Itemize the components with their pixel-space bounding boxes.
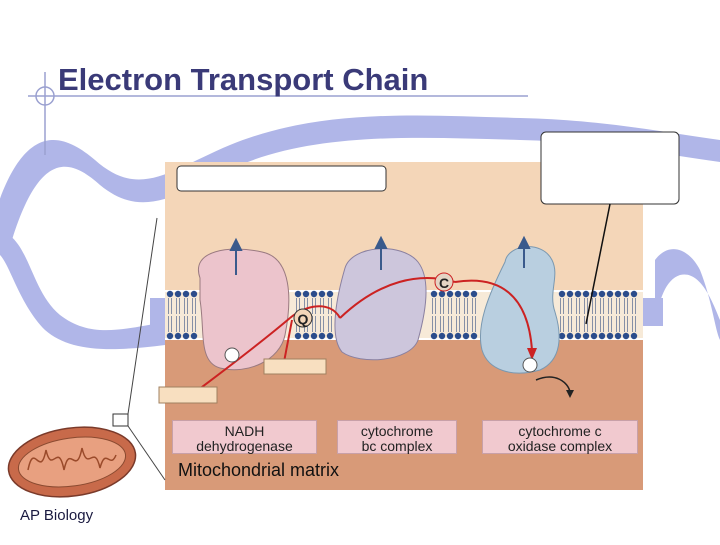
lipid-head-bottom	[318, 332, 326, 340]
footer-course-label: AP Biology	[20, 507, 94, 524]
lipid-head-bottom	[630, 332, 638, 340]
cytochrome-c-oxidase-label-line1: cytochrome c	[518, 423, 602, 439]
proton-pump-arrows	[229, 235, 531, 275]
lipid-head-top	[326, 290, 334, 298]
lipid-head-bottom	[574, 332, 582, 340]
lipid-head-bottom	[446, 332, 454, 340]
c-label: C	[439, 275, 449, 291]
mitochondrial-matrix-label: Mitochondrial matrix	[178, 460, 340, 480]
nadh-dehydrogenase-label: NADH dehydrogenase	[172, 420, 317, 454]
cytochrome-bc-label-line2: bc complex	[361, 438, 433, 454]
lipid-head-top	[582, 290, 590, 298]
lipid-head-top	[566, 290, 574, 298]
nadh-site-circle	[224, 347, 240, 363]
lipid-head-bottom	[590, 332, 598, 340]
blank-label-leader-line	[585, 203, 611, 325]
slide-band-right-drop	[655, 249, 720, 340]
zoom-line-top	[127, 217, 158, 415]
slide-title: Electron Transport Chain	[58, 62, 429, 97]
lipid-head-top	[558, 290, 566, 298]
blank-label-box-top	[176, 165, 387, 192]
zoom-indicator-box	[112, 413, 129, 427]
lipid-head-bottom	[558, 332, 566, 340]
lipid-head-bottom	[438, 332, 446, 340]
lipid-head-top	[166, 290, 174, 298]
blank-label-box-top-right	[540, 131, 680, 205]
cytochrome-bc-label-line1: cytochrome	[360, 423, 434, 439]
lipid-head-top	[454, 290, 462, 298]
lipid-head-bottom	[614, 332, 622, 340]
lipid-head-bottom	[302, 332, 310, 340]
water-release-arrow	[535, 376, 571, 393]
lipid-head-top	[622, 290, 630, 298]
nadh-dehydrogenase-complex	[197, 248, 290, 371]
ubiquinone-q-circle	[293, 308, 313, 328]
cytochrome-c-circle	[434, 272, 454, 292]
slide-band-left-drop	[0, 230, 165, 350]
lipid-head-top	[318, 290, 326, 298]
lipid-head-top	[574, 290, 582, 298]
lipid-head-bottom	[190, 332, 198, 340]
lipid-head-top	[630, 290, 638, 298]
lipid-head-top	[430, 290, 438, 298]
zoom-line-bottom	[127, 425, 166, 481]
water-release-arrowhead	[566, 390, 574, 398]
lipid-head-bottom	[566, 332, 574, 340]
lipid-head-bottom	[606, 332, 614, 340]
lipid-head-bottom	[326, 332, 334, 340]
electron-arrowhead	[527, 348, 537, 360]
mitochondrion-icon	[7, 426, 137, 498]
lipid-head-top	[438, 290, 446, 298]
lipid-head-bottom	[430, 332, 438, 340]
lipid-head-top	[182, 290, 190, 298]
title-crosshair-icon	[35, 86, 55, 106]
cytochrome-bc-complex	[334, 248, 427, 361]
lipid-head-bottom	[182, 332, 190, 340]
q-label: Q	[298, 311, 309, 327]
lipid-head-top	[174, 290, 182, 298]
lipid-head-bottom	[454, 332, 462, 340]
nadh-dehydrogenase-label-line2: dehydrogenase	[196, 438, 293, 454]
lipid-head-top	[310, 290, 318, 298]
lipid-head-bottom	[462, 332, 470, 340]
lipid-head-bottom	[294, 332, 302, 340]
lipid-head-top	[190, 290, 198, 298]
cytochrome-bc-label: cytochrome bc complex	[337, 420, 457, 454]
oxygen-site-circle	[522, 357, 538, 373]
lipid-head-top	[446, 290, 454, 298]
lipid-head-top	[462, 290, 470, 298]
lipid-head-top	[302, 290, 310, 298]
lipid-head-bottom	[470, 332, 478, 340]
lipid-head-top	[470, 290, 478, 298]
cytochrome-c-oxidase-complex	[479, 246, 560, 374]
lipid-head-bottom	[166, 332, 174, 340]
lipid-head-bottom	[622, 332, 630, 340]
lipid-head-top	[598, 290, 606, 298]
nadh-dehydrogenase-label-line1: NADH	[224, 423, 265, 439]
cytochrome-c-oxidase-label: cytochrome c oxidase complex	[482, 420, 638, 454]
lipid-head-top	[294, 290, 302, 298]
blank-label-box-middle	[263, 358, 327, 375]
lipid-head-bottom	[582, 332, 590, 340]
membrane-side-band-right	[643, 298, 663, 326]
blank-label-box-left	[158, 386, 218, 404]
lipid-head-bottom	[598, 332, 606, 340]
lipid-head-top	[606, 290, 614, 298]
lipid-head-bottom	[310, 332, 318, 340]
cytochrome-c-oxidase-label-line2: oxidase complex	[507, 438, 613, 454]
lipid-head-top	[614, 290, 622, 298]
lipid-head-bottom	[174, 332, 182, 340]
